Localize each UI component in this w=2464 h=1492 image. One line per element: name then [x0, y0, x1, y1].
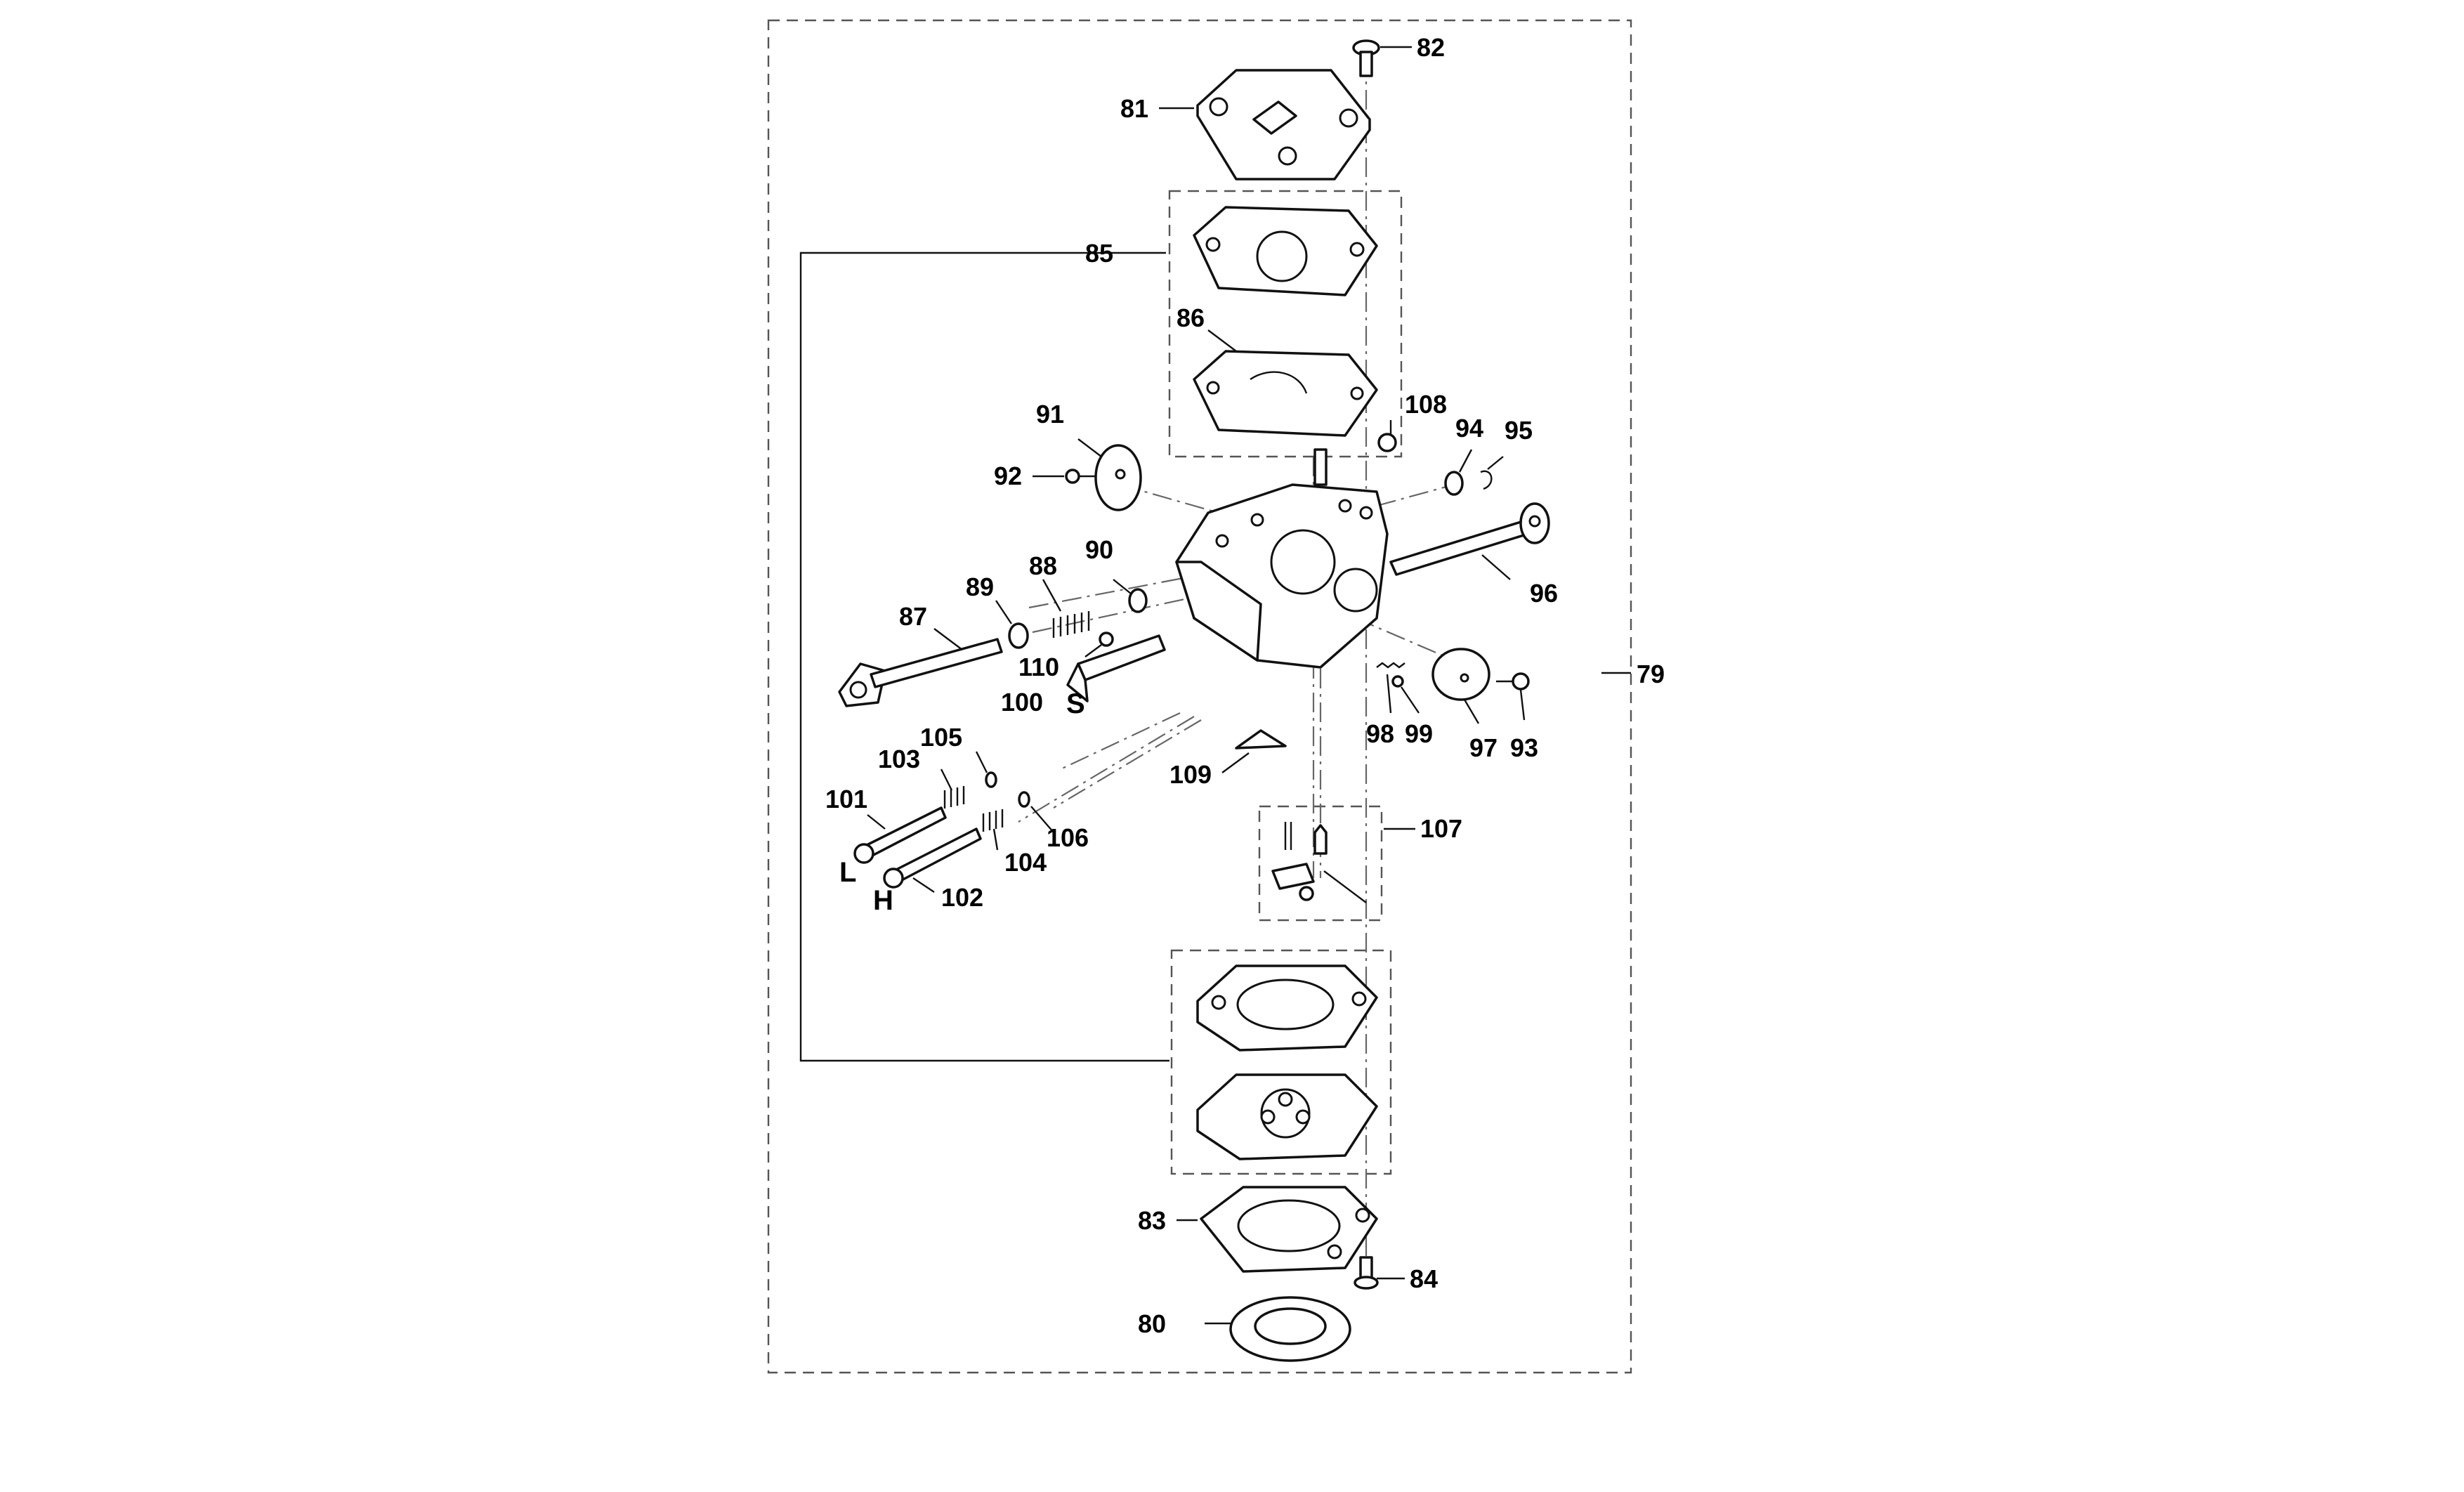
- part-108-screen: [1377, 433, 1397, 452]
- assembly-frame: [767, 19, 1632, 1374]
- part-84-screw: [1354, 1256, 1379, 1290]
- marker-high: H: [873, 885, 893, 916]
- part-85-diaphragm: [1196, 1073, 1378, 1160]
- callout-87: 87: [899, 602, 927, 631]
- part-105-o-ring: [985, 771, 997, 788]
- part-102-high-needle: [883, 827, 982, 889]
- callout-95: 95: [1505, 416, 1533, 445]
- callout-89: 89: [966, 572, 994, 601]
- callout-83: 83: [1138, 1206, 1166, 1235]
- marker-slow: S: [1066, 688, 1085, 719]
- part-87-throttle-lever: [838, 638, 1003, 707]
- callout-100: 100: [1001, 688, 1043, 716]
- callout-110: 110: [1018, 653, 1059, 681]
- part-97-choke-plate: [1431, 648, 1490, 701]
- part-88-spring: [1052, 611, 1090, 638]
- part-109-gasket: [1235, 729, 1287, 750]
- callout-109: 109: [1169, 760, 1212, 789]
- part-95-clip: [1480, 470, 1493, 490]
- part-98-spring: [1376, 662, 1405, 669]
- callout-92: 92: [994, 462, 1022, 490]
- part-93-screw: [1496, 672, 1530, 691]
- part-80-ring: [1229, 1296, 1351, 1362]
- callout-106: 106: [1047, 823, 1089, 852]
- callout-leaders: [867, 46, 1631, 1325]
- part-89-washer: [1008, 622, 1029, 649]
- part-85-gasket-lower: [1196, 964, 1378, 1052]
- callout-91: 91: [1036, 400, 1064, 428]
- part-106-o-ring: [1018, 791, 1030, 808]
- callout-108: 108: [1405, 390, 1447, 419]
- callout-88: 88: [1029, 551, 1057, 580]
- callout-labels: 79 80 81 82 83 84 85 86 87 88 89 90 91 9…: [825, 33, 1665, 1338]
- part-82-screw: [1352, 39, 1380, 77]
- part-100-idle-screw: [1066, 634, 1166, 702]
- part-104-spring: [982, 809, 1004, 832]
- part-90-washer: [1128, 588, 1148, 613]
- callout-86: 86: [1177, 303, 1205, 332]
- callout-93: 93: [1510, 733, 1538, 762]
- part-86-gasket: [1193, 350, 1378, 437]
- part-83-pump-cover: [1200, 1186, 1378, 1273]
- callout-81: 81: [1120, 94, 1148, 123]
- callout-90: 90: [1085, 535, 1113, 564]
- callout-98: 98: [1366, 719, 1394, 748]
- callout-96: 96: [1530, 579, 1558, 608]
- callout-101: 101: [825, 785, 867, 813]
- part-91-throttle-plate: [1094, 444, 1142, 511]
- callout-104: 104: [1004, 848, 1047, 877]
- marker-low: L: [839, 857, 856, 888]
- adjustment-markers: L H S: [839, 688, 1085, 916]
- part-103-spring: [943, 786, 965, 809]
- part-101-low-needle: [853, 806, 947, 864]
- callout-105: 105: [920, 723, 962, 752]
- callout-94: 94: [1455, 414, 1483, 443]
- callout-99: 99: [1405, 719, 1433, 748]
- callout-84: 84: [1410, 1264, 1438, 1293]
- callout-107: 107: [1420, 814, 1462, 843]
- part-94-washer: [1444, 471, 1464, 496]
- part-99-ball: [1391, 675, 1404, 688]
- callout-103: 103: [878, 745, 920, 773]
- callout-97: 97: [1469, 733, 1498, 762]
- callout-80: 80: [1138, 1309, 1166, 1338]
- kit-bracket-85: [799, 190, 1403, 1175]
- carburetor-body: [1175, 448, 1389, 669]
- callout-79: 79: [1637, 660, 1665, 688]
- part-107-needle-valve-kit: [1271, 822, 1367, 903]
- part-96-choke-shaft: [1389, 502, 1550, 576]
- part-110-ball: [1099, 632, 1114, 647]
- part-92-screw: [1065, 469, 1096, 484]
- part-85-gasket-upper: [1193, 206, 1378, 296]
- callout-82: 82: [1417, 33, 1445, 62]
- callout-85: 85: [1085, 239, 1113, 268]
- part-81-cover: [1196, 69, 1371, 181]
- callout-102: 102: [941, 883, 983, 912]
